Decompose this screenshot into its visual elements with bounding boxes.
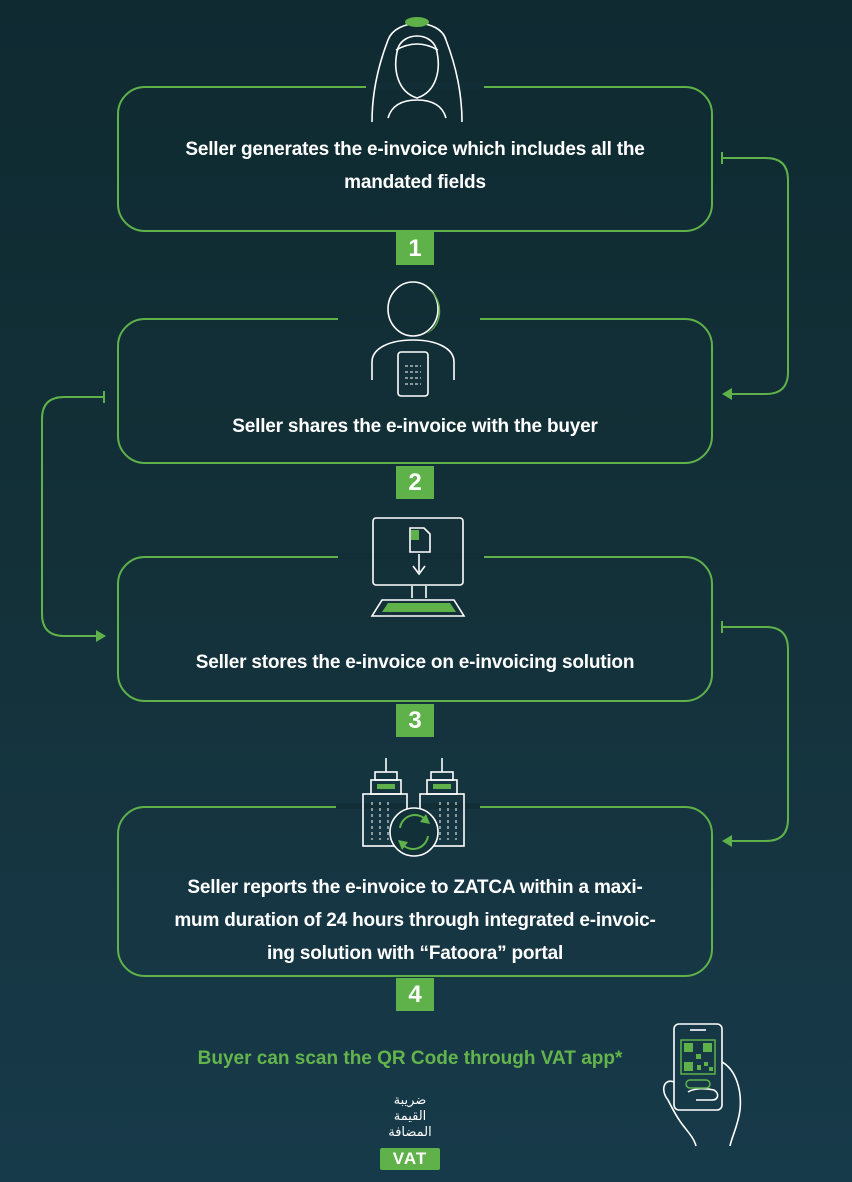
buyer-scan-text: Buyer can scan the QR Code through VAT a… <box>197 1048 623 1069</box>
computer-keyboard-highlight <box>382 603 456 612</box>
step-2-text-line-1: Seller shares the e-invoice with the buy… <box>232 415 598 437</box>
qr-code-icon <box>680 1039 716 1075</box>
step-4-box: Seller reports the e-invoice to ZATCA wi… <box>117 806 713 977</box>
building-right-highlight <box>433 784 451 789</box>
connector-3-to-4 <box>722 626 789 842</box>
step-3-number: 3 <box>396 704 434 737</box>
step-4-text-line-1: Seller reports the e-invoice to ZATCA wi… <box>187 877 643 898</box>
step-1-text-line-2: mandated fields <box>344 172 486 193</box>
step-1-box-gap <box>366 83 484 89</box>
seller-phone-icon-crescent <box>426 288 441 334</box>
buildings-sync-icon <box>362 758 465 857</box>
step-4-number: 4 <box>396 978 434 1011</box>
step-2-box-gap <box>338 315 480 321</box>
step-4-text-line-2: mum duration of 24 hours through integra… <box>174 910 656 931</box>
step-2-number: 2 <box>396 466 434 499</box>
vat-logo-arabic: ضريبة القيمة المضافة <box>380 1093 440 1141</box>
step-3-text: Seller stores the e-invoice on e-invoici… <box>196 646 635 679</box>
seller-phone-icon <box>371 281 455 397</box>
step-3-box-gap <box>338 553 484 559</box>
connector-1-arrowhead <box>722 388 732 400</box>
step-4-text: Seller reports the e-invoice to ZATCA wi… <box>174 871 656 970</box>
building-left-highlight <box>377 784 395 789</box>
phone-button <box>685 1079 711 1089</box>
step-1-text-line-1: Seller generates the e-invoice which inc… <box>185 139 645 160</box>
vat-logo-arabic-line-3: المضافة <box>388 1125 432 1140</box>
step-2-text: Seller shares the e-invoice with the buy… <box>232 410 598 443</box>
step-1-text: Seller generates the e-invoice which inc… <box>185 133 644 199</box>
step-4-box-gap <box>336 803 480 809</box>
connector-3-arrowhead <box>722 835 732 847</box>
step-1-number: 1 <box>396 232 434 265</box>
vat-logo-badge: VAT <box>380 1148 440 1170</box>
connector-2-arrowhead <box>96 630 106 642</box>
seller-icon <box>371 22 463 123</box>
connector-1-to-2 <box>722 157 789 395</box>
qr-phone-hand-icon <box>662 1023 742 1147</box>
connector-2-to-3 <box>41 396 104 637</box>
seller-icon-band <box>405 17 429 27</box>
computer-doc-highlight <box>411 530 419 540</box>
step-4-text-line-3: ing solution with “Fatoora” portal <box>266 943 564 964</box>
vat-logo-arabic-line-2: القيمة <box>393 1109 427 1124</box>
step-3-text-line-1: Seller stores the e-invoice on e-invoici… <box>195 651 635 673</box>
vat-logo-arabic-line-1: ضريبة <box>393 1093 427 1108</box>
computer-download-icon <box>370 517 466 617</box>
